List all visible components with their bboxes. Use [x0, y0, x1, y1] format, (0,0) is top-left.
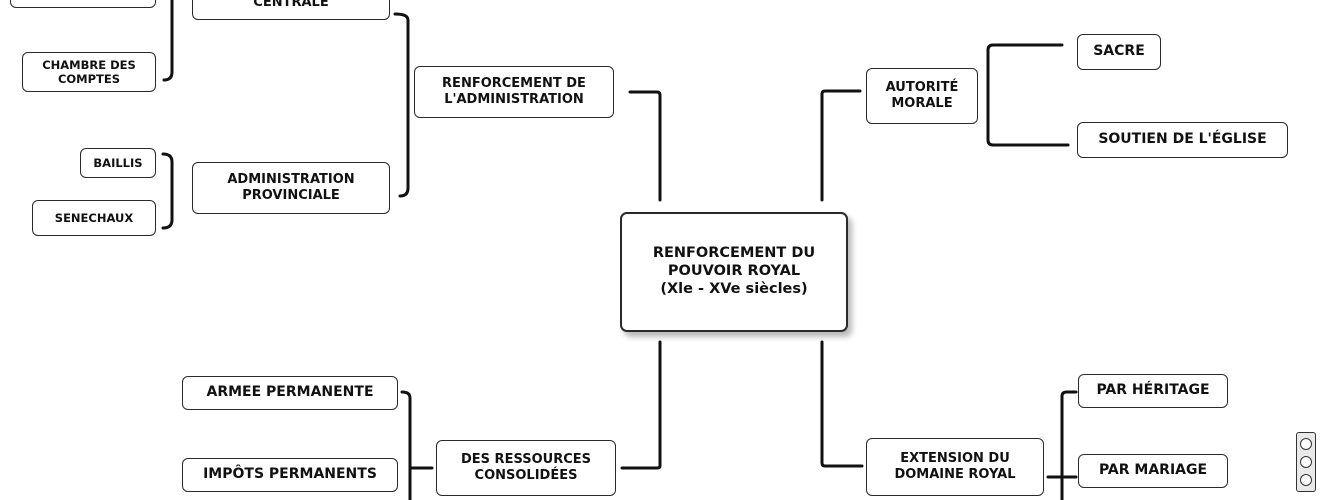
connector-administration-children [393, 12, 410, 198]
node-center-renforcement-pouvoir-royal: RENFORCEMENT DU POUVOIR ROYAL (Xle - XVe… [620, 212, 848, 332]
node-administration-provinciale: ADMINISTRATION PROVINCIALE [192, 162, 390, 214]
node-armee-permanente: ARMEE PERMANENTE [182, 376, 398, 410]
node-chambre-des-comptes: CHAMBRE DES COMPTES [22, 52, 156, 92]
connector-provinciale-children [161, 152, 174, 230]
connector-autorite-soutien [986, 108, 1070, 147]
connector-centrale-children [162, 0, 174, 82]
node-soutien-eglise: SOUTIEN DE L'ÉGLISE [1077, 122, 1288, 158]
node-ressources-consolidees: DES RESSOURCES CONSOLIDÉES [436, 440, 616, 496]
node-renforcement-administration: RENFORCEMENT DE L'ADMINISTRATION [414, 66, 614, 118]
node-par-mariage: PAR MARIAGE [1078, 454, 1228, 488]
creative-commons-icon [1296, 432, 1316, 492]
connector-center-extension [820, 340, 864, 468]
node-par-heritage: PAR HÉRITAGE [1078, 374, 1228, 408]
node-baillis: BAILLIS [80, 148, 156, 178]
connector-ressources-children [400, 390, 412, 500]
connector-center-ressources [620, 340, 662, 470]
node-impots-permanents: IMPÔTS PERMANENTS [182, 458, 398, 492]
node-sacre: SACRE [1077, 34, 1161, 70]
node-unnamed-top-left [10, 0, 156, 8]
connector-extension-heritage [1060, 390, 1078, 500]
connector-center-administration [628, 90, 662, 202]
connector-autorite-children [986, 43, 1064, 112]
node-senechaux: SENECHAUX [32, 200, 156, 236]
node-extension-domaine-royal: EXTENSION DU DOMAINE ROYAL [866, 438, 1044, 496]
node-autorite-morale: AUTORITÉ MORALE [866, 68, 978, 124]
connector-center-autorite [820, 89, 862, 202]
node-centrale: CENTRALE [192, 0, 390, 20]
